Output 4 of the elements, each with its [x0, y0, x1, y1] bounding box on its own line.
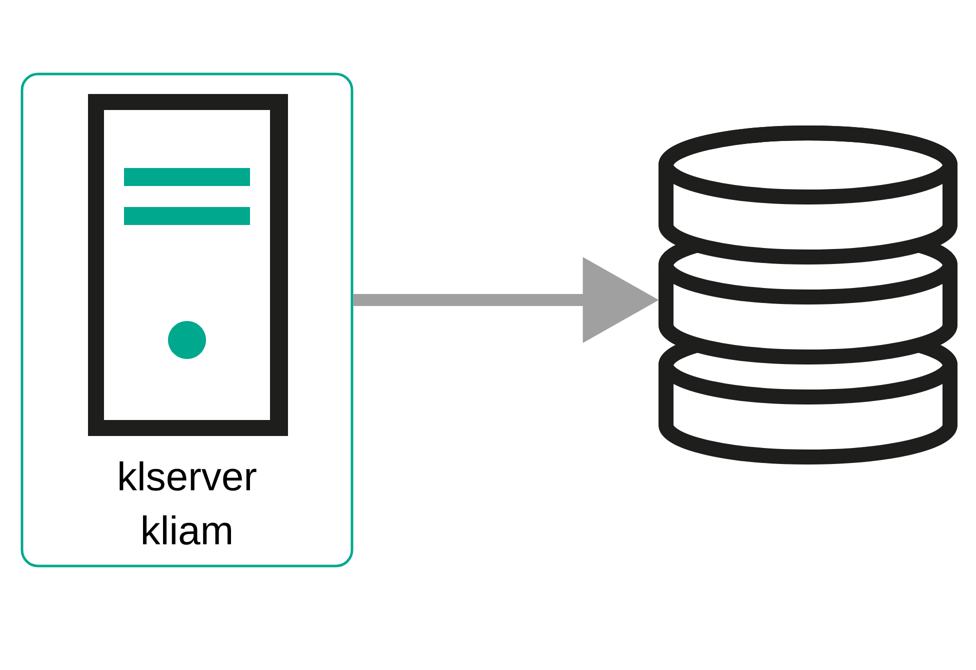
database-icon: [658, 126, 958, 464]
server-label: klserver kliam: [120, 461, 256, 545]
arrow: [353, 257, 659, 343]
server-box: [20, 72, 354, 568]
